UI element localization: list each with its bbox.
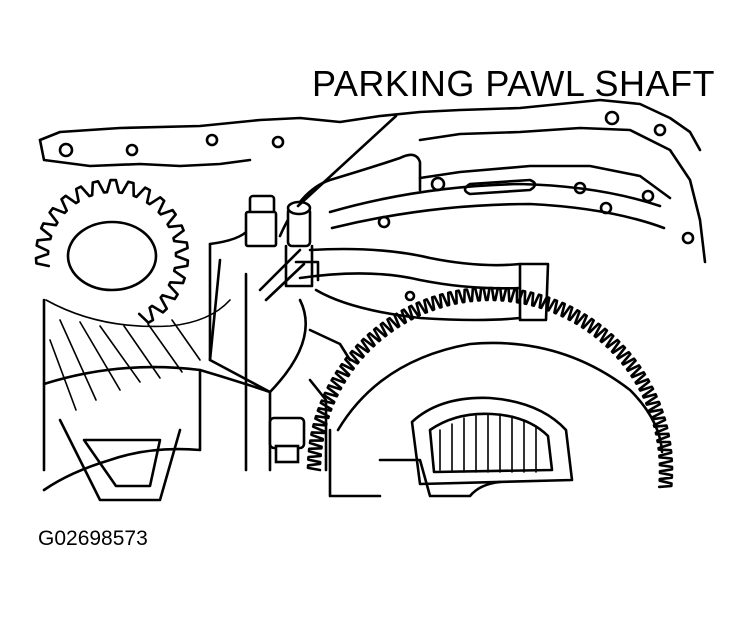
callout-leader-line <box>296 114 398 208</box>
parking-pawl-shaft-label: PARKING PAWL SHAFT <box>312 63 716 104</box>
figure-id: G02698573 <box>38 527 148 550</box>
housing-bolt <box>268 378 328 472</box>
parking-pawl-shaft <box>244 194 320 302</box>
splined-hub <box>328 396 574 498</box>
ring-gear <box>306 286 674 489</box>
